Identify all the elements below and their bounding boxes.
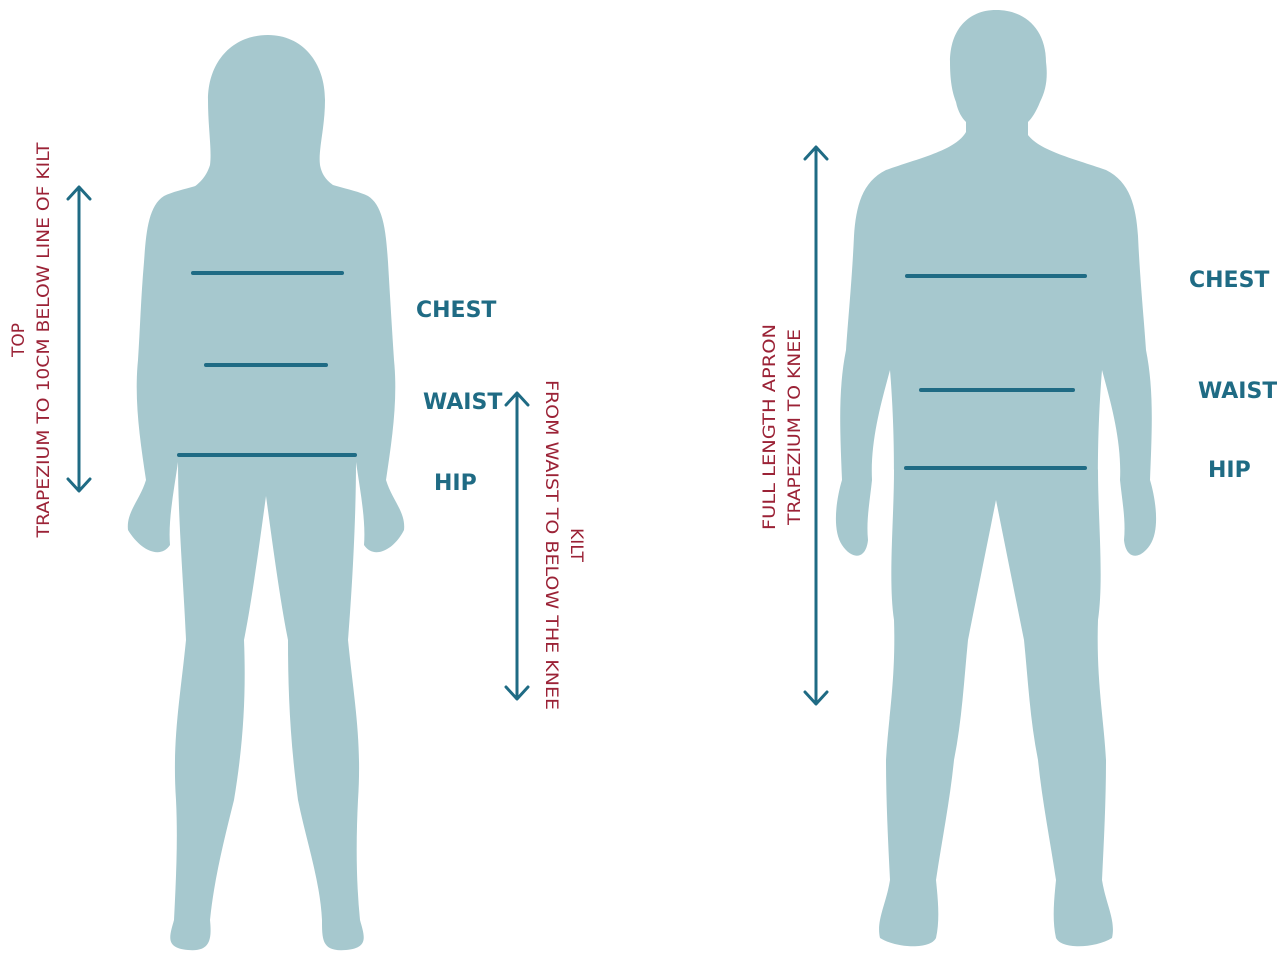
man-silhouette [836,10,1156,946]
man-apron-note-2: TRAPEZIUM TO KNEE [785,329,805,526]
woman-top-note-line1: TOP [9,323,29,358]
woman-kilt-note: KILT [566,528,586,562]
woman-top-note-line2: TRAPEZIUM TO 10CM BELOW LINE OF KILT [34,142,54,539]
woman-waist-label: WAIST [423,390,502,415]
woman-kilt-arrow [506,393,528,699]
man-apron-arrow [805,147,827,704]
man-chest-label: CHEST [1189,268,1269,293]
woman-kilt-note-line1: KILT [566,528,586,562]
woman-silhouette [128,35,404,950]
woman-top-note-2: TRAPEZIUM TO 10CM BELOW LINE OF KILT [34,142,54,539]
man-apron-note-line2: TRAPEZIUM TO KNEE [785,329,805,526]
woman-kilt-note-2: FROM WAIST TO BELOW THE KNEE [541,380,561,710]
woman-hip-label: HIP [434,471,477,496]
man-apron-note: FULL LENGTH APRON [760,324,780,530]
woman-top-arrow [68,187,90,491]
man-waist-label: WAIST [1198,379,1277,404]
woman-chest-label: CHEST [416,298,496,323]
man-hip-label: HIP [1208,458,1251,483]
woman-kilt-note-line2: FROM WAIST TO BELOW THE KNEE [541,380,561,710]
man-apron-note-line1: FULL LENGTH APRON [760,324,780,530]
woman-top-note: TOP [9,323,29,358]
